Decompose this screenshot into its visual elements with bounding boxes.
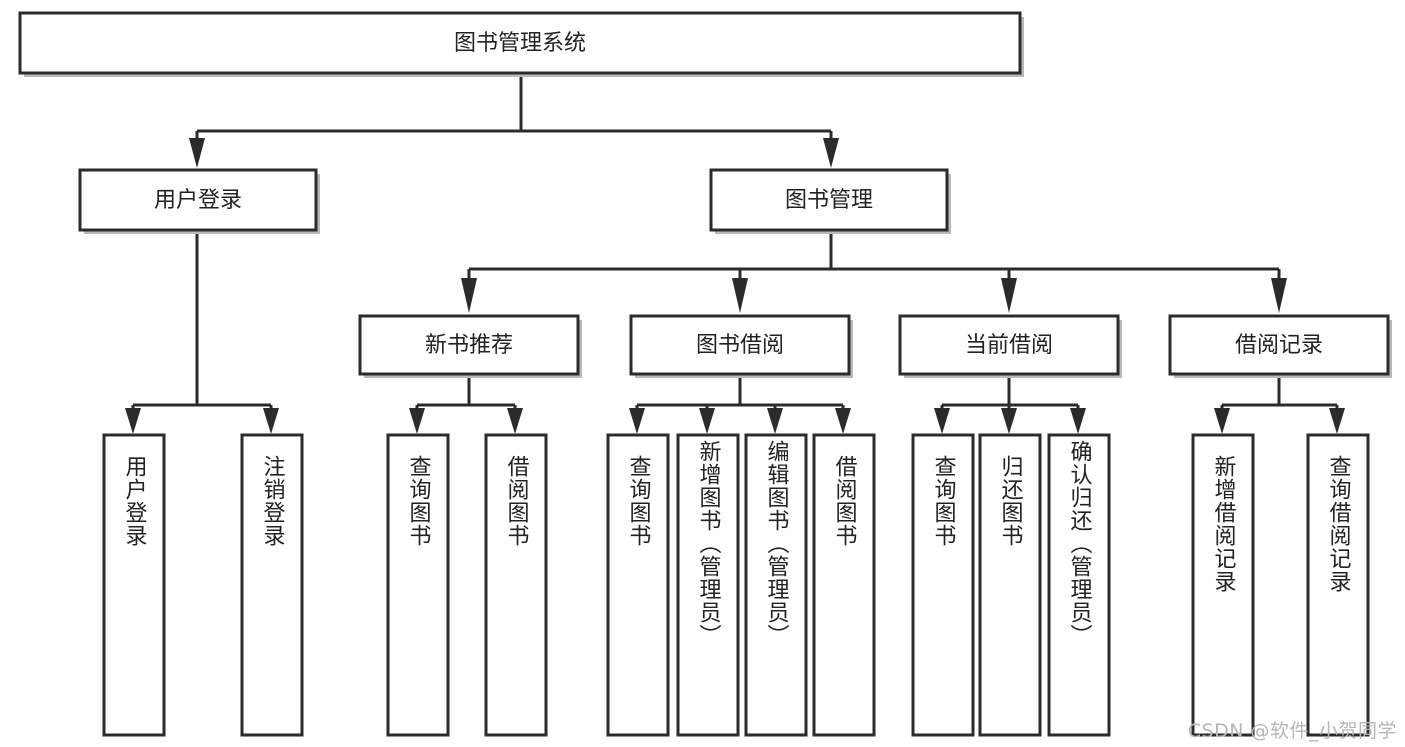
- node-leaf-return-book[interactable]: [978, 433, 1042, 737]
- node-user-login[interactable]: 用户登录: [78, 168, 320, 234]
- arrowhead-leaf-query-borrow-record: [1329, 408, 1345, 434]
- node-leaf-user-login-box[interactable]: [102, 433, 166, 737]
- arrowhead-leaf-user-login: [125, 408, 141, 434]
- node-leaf-query-book-1[interactable]: [386, 433, 450, 737]
- node-leaf-return-book-box[interactable]: [978, 433, 1042, 737]
- node-leaf-add-book-admin[interactable]: [676, 433, 740, 737]
- node-user-login-label: 用户登录: [154, 188, 242, 213]
- node-leaf-confirm-return-admin[interactable]: [1047, 433, 1111, 737]
- node-leaf-user-login[interactable]: [102, 433, 166, 737]
- arrowhead-leaf-borrow-book-2: [835, 408, 851, 434]
- node-leaf-query-book-1-box[interactable]: [386, 433, 450, 737]
- node-book-borrow-label: 图书借阅: [696, 333, 784, 358]
- arrowhead-leaf-add-borrow-record: [1214, 408, 1230, 434]
- node-leaf-edit-book-admin[interactable]: [744, 433, 808, 737]
- arrowhead-leaf-query-book-3: [934, 408, 950, 434]
- watermark-text: CSDN @软件_小贺同学: [1187, 720, 1397, 742]
- node-borrow-record-label: 借阅记录: [1235, 333, 1323, 358]
- node-root[interactable]: 图书管理系统: [18, 11, 1024, 77]
- arrowhead-leaf-borrow-book-1: [507, 408, 523, 434]
- node-leaf-borrow-book-2-box[interactable]: [812, 433, 876, 737]
- edge-group-user-login-to-leaves: [125, 233, 279, 434]
- edge-group-new-book-recommend-to-leaves: [409, 375, 523, 434]
- edge-group-book-borrow-to-leaves: [629, 375, 851, 434]
- node-leaf-borrow-book-1[interactable]: [484, 433, 548, 737]
- arrowhead-leaf-add-book-admin: [699, 408, 715, 434]
- node-leaf-query-borrow-record[interactable]: [1306, 433, 1370, 737]
- node-book-borrow[interactable]: 图书借阅: [629, 314, 853, 378]
- arrowhead-leaf-query-book-2: [629, 408, 645, 434]
- node-book-management-box[interactable]: [709, 168, 949, 232]
- node-leaf-logout-login[interactable]: [240, 433, 304, 737]
- edge-group-current-borrow-to-leaves: [934, 375, 1086, 434]
- arrowhead-leaf-edit-book-admin: [767, 408, 783, 434]
- node-borrow-record-box[interactable]: [1168, 314, 1390, 376]
- node-leaf-add-book-admin-box[interactable]: [676, 433, 740, 737]
- arrowhead-borrow-record: [1271, 278, 1287, 313]
- node-current-borrow[interactable]: 当前借阅: [898, 314, 1122, 378]
- node-leaf-query-book-2[interactable]: [606, 433, 670, 737]
- edge-group-borrow-record-to-leaves: [1214, 375, 1345, 434]
- node-new-book-recommend-box[interactable]: [358, 314, 580, 376]
- node-leaf-query-book-3[interactable]: [911, 433, 975, 737]
- arrowhead-leaf-confirm-return-admin: [1070, 408, 1086, 434]
- node-root-box[interactable]: [18, 11, 1022, 75]
- edge-group-root-to-level2: [189, 76, 839, 168]
- node-new-book-recommend-label: 新书推荐: [425, 333, 513, 358]
- node-leaf-borrow-book-1-box[interactable]: [484, 433, 548, 737]
- node-leaf-query-book-2-box[interactable]: [606, 433, 670, 737]
- arrowhead-leaf-return-book: [1001, 408, 1017, 434]
- node-leaf-query-book-3-box[interactable]: [911, 433, 975, 737]
- arrowhead-book-borrow: [732, 278, 748, 313]
- node-leaf-add-borrow-record-box[interactable]: [1191, 433, 1255, 737]
- node-current-borrow-label: 当前借阅: [965, 333, 1053, 358]
- node-book-management-label: 图书管理: [785, 188, 873, 213]
- edge-group-book-management-to-level3: [461, 233, 1287, 313]
- arrowhead-user-login: [189, 138, 205, 168]
- node-leaf-confirm-return-admin-box[interactable]: [1047, 433, 1111, 737]
- node-new-book-recommend[interactable]: 新书推荐: [358, 314, 582, 378]
- node-root-label: 图书管理系统: [454, 31, 586, 56]
- arrowhead-leaf-logout-login: [263, 408, 279, 434]
- node-book-management[interactable]: 图书管理: [709, 168, 951, 234]
- node-user-login-box[interactable]: [78, 168, 318, 232]
- arrowhead-book-management: [823, 138, 839, 168]
- node-leaf-add-borrow-record[interactable]: [1191, 433, 1255, 737]
- arrowhead-new-book-recommend: [461, 278, 477, 313]
- arrowhead-current-borrow: [1001, 278, 1017, 313]
- node-borrow-record[interactable]: 借阅记录: [1168, 314, 1392, 378]
- node-book-borrow-box[interactable]: [629, 314, 851, 376]
- node-current-borrow-box[interactable]: [898, 314, 1120, 376]
- node-leaf-query-borrow-record-box[interactable]: [1306, 433, 1370, 737]
- node-leaf-logout-login-box[interactable]: [240, 433, 304, 737]
- node-leaf-edit-book-admin-box[interactable]: [744, 433, 808, 737]
- arrowhead-leaf-query-book-1: [409, 408, 425, 434]
- node-leaf-borrow-book-2[interactable]: [812, 433, 876, 737]
